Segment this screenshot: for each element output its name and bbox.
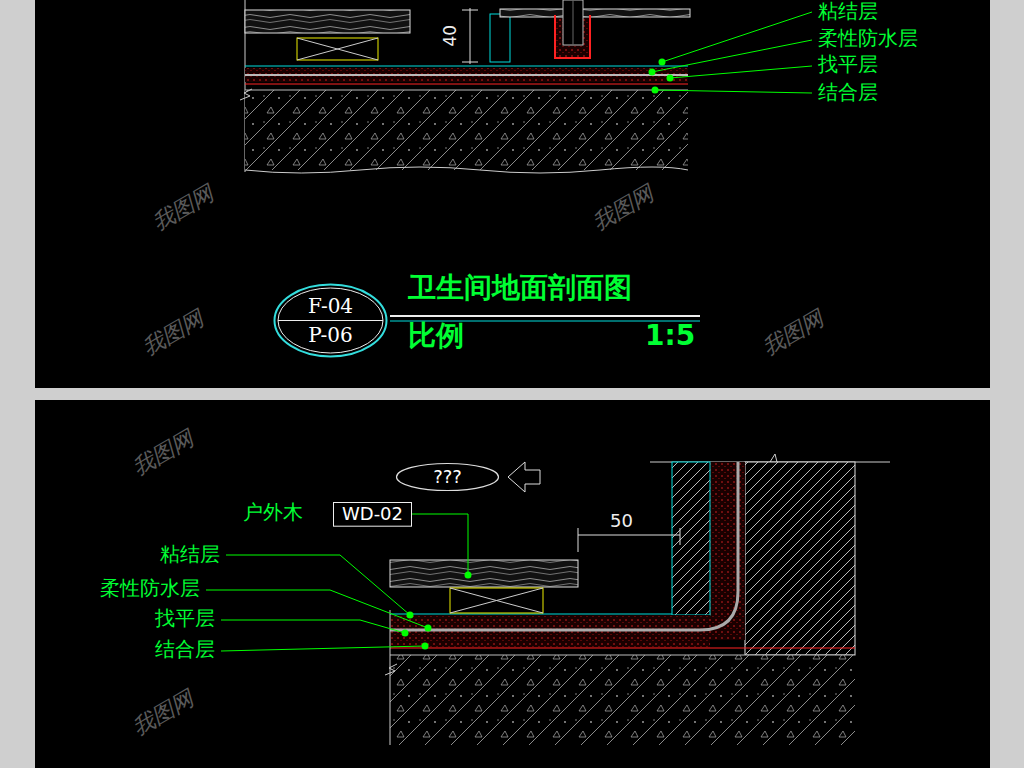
node-text: F-04 bbox=[308, 295, 353, 318]
drawing-title: 卫生间地面剖面图 bbox=[408, 272, 632, 304]
dimension: 40 bbox=[441, 25, 461, 47]
watermark: 我图网 bbox=[588, 180, 658, 235]
watermark: 我图网 bbox=[148, 180, 218, 235]
watermark: 我图网 bbox=[128, 685, 198, 740]
layer-label: 粘结层 bbox=[160, 543, 220, 566]
layer-label: 结合层 bbox=[818, 81, 878, 104]
panel bbox=[35, 0, 990, 388]
panel bbox=[35, 400, 990, 768]
dimension: 50 bbox=[610, 511, 633, 532]
layer-label: 柔性防水层 bbox=[100, 577, 200, 600]
layer-label: 结合层 bbox=[155, 638, 215, 661]
index-circle: F-04P-06 bbox=[273, 283, 388, 358]
view-ellipse: ??? bbox=[395, 462, 500, 492]
view-arrow bbox=[508, 462, 540, 492]
material-label: 户外木 bbox=[243, 501, 303, 524]
watermark: 我图网 bbox=[138, 305, 208, 360]
layer-label: 柔性防水层 bbox=[818, 27, 918, 50]
leader-lines bbox=[652, 12, 812, 93]
node-text: P-06 bbox=[308, 324, 353, 347]
node-text: WD-02 bbox=[342, 504, 403, 525]
watermark: 我图网 bbox=[758, 305, 828, 360]
watermark: 我图网 bbox=[128, 425, 198, 480]
layer-label: 粘结层 bbox=[818, 0, 878, 23]
layer-label: 找平层 bbox=[155, 607, 215, 630]
layer-label: 找平层 bbox=[818, 53, 878, 76]
material-code-box: WD-02 bbox=[333, 502, 412, 527]
scale-label: 比例 bbox=[408, 320, 464, 352]
leader-lines bbox=[206, 514, 468, 651]
node-text: ??? bbox=[433, 467, 462, 488]
scale-value: 1:5 bbox=[645, 320, 695, 352]
